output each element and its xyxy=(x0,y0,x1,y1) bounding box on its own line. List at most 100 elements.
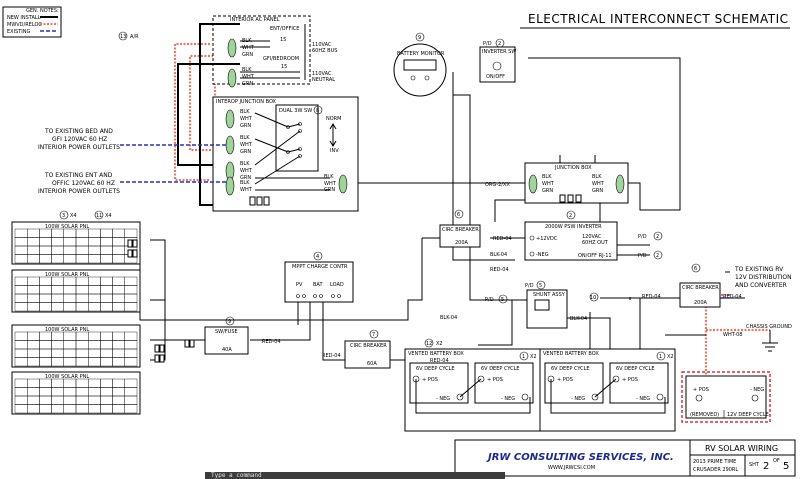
sw-fuse: SW/FUSE 40A 9 xyxy=(204,316,249,355)
battery-terminal xyxy=(591,393,599,401)
shunt-pd2-num: 5 xyxy=(501,297,504,303)
ac-bus-label-2: 60HZ BUS xyxy=(312,48,337,54)
ac-amps-1: 15 xyxy=(280,37,286,43)
circ-breaker-200a-top: CIRC BREAKER 200A 6 xyxy=(439,209,481,248)
mppt-load: LOAD xyxy=(330,282,344,288)
solar-count-2: X4 xyxy=(105,213,112,219)
sw-fuse-amps: 40A xyxy=(222,347,232,353)
legend-existing: EXISTING xyxy=(7,29,31,35)
ac-bus-label: 110VAC xyxy=(312,42,332,48)
wire-blk04-b: BLK-04 xyxy=(440,315,457,321)
distribution-label-2: 12V DISTRIBUTION xyxy=(735,274,792,281)
mc4-connector xyxy=(127,239,133,248)
sw-fuse-num: 9 xyxy=(228,319,231,325)
solar-panel-label: 100W SOLAR PNL xyxy=(45,374,89,380)
mppt-charge-controller: MPPT CHARGE CONTR 4 PV BAT LOAD xyxy=(284,251,354,303)
company-url: WWW.JRWCSI.COM xyxy=(548,465,595,471)
dual-switch-label: DUAL 3W SW xyxy=(279,108,312,114)
gen-notes-heading: GEN. NOTES: xyxy=(26,8,59,14)
mppt-pv: PV xyxy=(296,282,303,288)
battery-pos: + POS xyxy=(557,377,573,383)
ground-symbol xyxy=(762,330,778,352)
battery-pos: + POS xyxy=(622,377,638,383)
ac-panel-label: INTERIOR AC PANEL xyxy=(230,17,280,23)
battery-monitor-num: 9 xyxy=(418,35,421,41)
wire-blk04-a: BLK-04 xyxy=(490,252,507,258)
circ-breaker-200a-right: CIRC BREAKER 200A 6 xyxy=(679,263,721,308)
sheet-label: SHT xyxy=(749,462,760,468)
jb-grn-2: GRN xyxy=(240,149,251,155)
interop-box-label: INTEROP JUNCTION BOX xyxy=(216,99,277,105)
wire-red04-d: RED-04 xyxy=(322,353,341,359)
label-ent-outlets-2: OFFIC 120VAC 60 HZ xyxy=(52,180,115,187)
jb-blk-1: BLK xyxy=(240,109,250,115)
sheet-number: 2 xyxy=(763,461,769,472)
battery-neg: - NEG xyxy=(636,396,650,402)
sheet-total: 5 xyxy=(783,461,789,472)
solar-panel: 100W SOLAR PNL xyxy=(11,221,141,265)
label-bed-outlets-2: GFI 120VAC 60 HZ xyxy=(52,136,107,143)
vented-box-label-2: VENTED BATTERY BOX xyxy=(543,351,599,357)
battery-jumper xyxy=(594,378,617,398)
mc4-connector xyxy=(189,339,195,348)
battery-x2-num: 1 xyxy=(522,354,525,360)
battery-6v: 6V DEEP CYCLE+ POS- NEG xyxy=(544,362,604,404)
solar-count: X4 xyxy=(70,213,77,219)
inverter-onoff: ON/OFF RJ-11 xyxy=(578,253,612,259)
label-ent-outlets-1: TO EXISTING ENT AND xyxy=(44,172,113,179)
mppt-bat: BAT xyxy=(313,282,323,288)
jbox-blk-l: BLK xyxy=(542,174,552,180)
switch-contacts xyxy=(286,122,302,158)
note13-num: 13 xyxy=(120,34,126,40)
existing-batt-pos: + POS xyxy=(693,387,709,393)
mc4-connector xyxy=(154,354,160,363)
cb-mid-amps: 60A xyxy=(367,361,377,367)
wire-red04-f: RED-04 xyxy=(723,294,742,300)
battery-terminal xyxy=(656,393,664,401)
command-bar-text: Type a command xyxy=(211,472,262,479)
inverter-num: 2 xyxy=(569,213,572,219)
battery-label: 6V DEEP CYCLE xyxy=(416,366,455,372)
wire-blk-1: BLK xyxy=(242,38,252,44)
jb-blk-2: BLK xyxy=(240,135,250,141)
cb-right-amps: 200A xyxy=(694,300,708,306)
battery-neg: - NEG xyxy=(571,396,585,402)
switch-inv: INV xyxy=(330,148,339,154)
existing-batt-neg: - NEG xyxy=(750,387,764,393)
battery-monitor: BATTERY MONITOR 9 xyxy=(393,32,447,97)
inverter-sw-label: INVERTER SW xyxy=(482,49,516,55)
inverter-neg: -NEG xyxy=(536,252,549,258)
battery-jumper xyxy=(550,379,666,414)
company-name: JRW CONSULTING SERVICES, INC. xyxy=(486,452,674,463)
battery-monitor-label: BATTERY MONITOR xyxy=(397,51,445,57)
battery-6v: 6V DEEP CYCLE+ POS- NEG xyxy=(609,362,669,404)
mc4-connector xyxy=(159,354,165,363)
wire-red04-c: RED-04 xyxy=(262,339,281,345)
gen-notes-legend: GEN. NOTES: NEW INSTALL MWVD/RELOC EXIST… xyxy=(2,6,62,38)
battery-pos: + POS xyxy=(487,377,503,383)
interop-junction-box: INTEROP JUNCTION BOX DUAL 3W SW 8 NORM I… xyxy=(212,96,359,212)
command-bar[interactable]: Type a command xyxy=(205,472,505,479)
ac-panel-wires: BLK WHT GRN BLK WHT GRN xyxy=(227,38,255,88)
shunt-pd: P/D xyxy=(525,283,534,289)
shunt-assembly: SHUNT ASSY P/D 5 10 P/D 5 BLK-04 xyxy=(485,280,599,329)
wire-wht-2: WHT xyxy=(242,74,255,80)
inverter-pd2: P/D xyxy=(638,253,647,259)
shunt-blk04: BLK-04 xyxy=(570,316,587,322)
cb-right-label: CIRC BREAKER xyxy=(682,285,719,291)
cb-mid-num: 7 xyxy=(372,332,375,338)
mc4-connector xyxy=(132,239,138,248)
battery-6v: 6V DEEP CYCLE+ POS- NEG xyxy=(409,362,469,404)
junction-box-label: JUNCTION BOX xyxy=(554,165,592,171)
label-bed-outlets-3: INTERIOR POWER OUTLETS xyxy=(38,144,120,151)
battery-terminal xyxy=(612,375,620,383)
mc4-connector xyxy=(184,339,190,348)
vented-red04: RED-04 xyxy=(430,358,449,364)
wire-wht08: WHT-08 xyxy=(723,332,742,338)
ac-breaker-gfi: GFI/BEDROOM xyxy=(263,56,299,62)
battery-neg: - NEG xyxy=(501,396,515,402)
solar-panel: 100W SOLAR PNL xyxy=(11,269,141,313)
wire-blk-2: BLK xyxy=(242,67,252,73)
